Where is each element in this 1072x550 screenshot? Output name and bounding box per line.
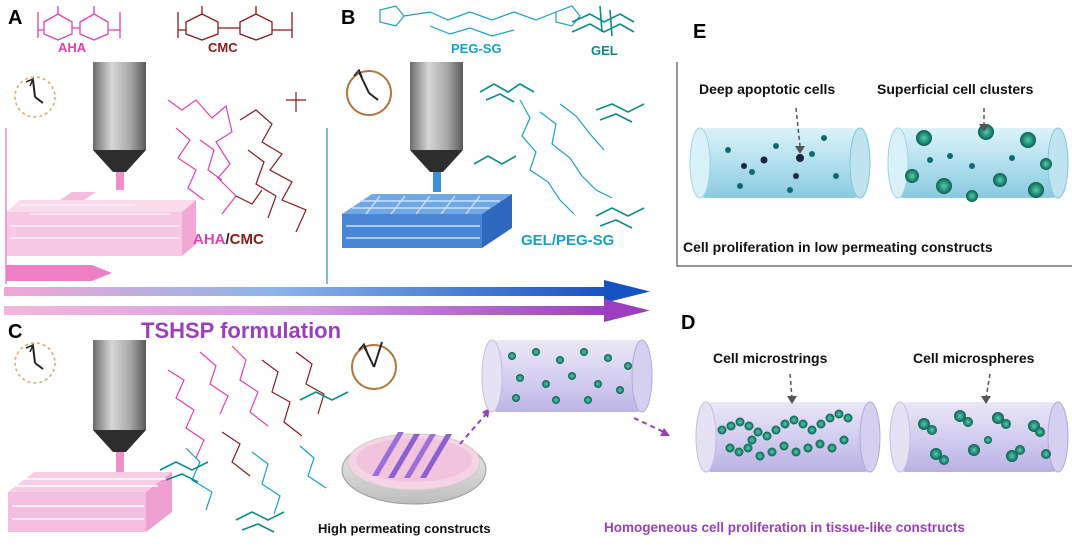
tshsp-formulation-label: TSHSP formulation xyxy=(141,318,342,343)
cell-microstrings-label: Cell microstrings xyxy=(713,350,828,366)
aha-cmc-label-cmc: CMC xyxy=(229,231,264,248)
gel-label: GEL xyxy=(591,43,618,58)
timer-icon-a xyxy=(14,76,56,118)
dashed-arrow-2 xyxy=(633,417,665,433)
panel-e-border xyxy=(676,62,1072,267)
peg-sg-structure xyxy=(379,5,581,37)
printed-construct-a xyxy=(6,192,196,256)
aha-cmc-label: AHA/CMC xyxy=(193,232,264,247)
peg-sg-label: PEG-SG xyxy=(451,41,502,56)
aha-cmc-label-slash: / xyxy=(225,231,230,248)
homogeneous-caption: Homogeneous cell proliferation in tissue… xyxy=(604,520,965,535)
panel-d-graphics xyxy=(695,373,1069,473)
aha-cmc-label-aha: AHA xyxy=(193,231,226,248)
tissue-cylinder-1 xyxy=(695,401,881,473)
tshsp-network xyxy=(159,345,349,533)
printed-construct-c xyxy=(8,472,172,532)
low-permeating-cylinder-1 xyxy=(689,127,871,199)
panel-e-graphics xyxy=(676,62,1072,267)
gel-peg-sg-label: GEL/PEG-SG xyxy=(521,232,615,249)
dashed-pointer-d1 xyxy=(789,373,793,399)
panel-label-d: D xyxy=(681,312,696,334)
aha-structure xyxy=(37,6,121,41)
high-permeating-caption: High permeating constructs xyxy=(318,521,491,536)
timer-icon-c xyxy=(14,342,56,384)
printer-nozzle-a xyxy=(93,62,146,190)
panel-a-graphics xyxy=(5,6,307,284)
panel-label-e: E xyxy=(693,21,707,43)
panel-a-arrow xyxy=(6,265,112,281)
low-permeating-cylinder-2 xyxy=(887,124,1069,202)
panel-label-b: B xyxy=(341,7,356,29)
cmc-label: CMC xyxy=(208,40,238,55)
timer-icon-b xyxy=(346,68,392,116)
low-permeating-caption: Cell proliferation in low permeating con… xyxy=(683,239,993,255)
panel-label-a: A xyxy=(8,7,23,29)
aha-cmc-network xyxy=(167,92,307,233)
superficial-clusters-label: Superficial cell clusters xyxy=(877,81,1034,97)
cmc-structure xyxy=(177,6,293,41)
gel-peg-network xyxy=(473,83,645,229)
timer-icon-c2 xyxy=(351,341,397,390)
high-permeating-cylinder xyxy=(481,339,653,413)
panel-b-graphics xyxy=(342,5,645,248)
dashed-pointer-e1 xyxy=(795,107,801,147)
panel-label-c: C xyxy=(8,321,23,343)
printer-nozzle-c xyxy=(93,340,146,472)
aha-label: AHA xyxy=(58,40,87,55)
dashed-pointer-d2 xyxy=(985,373,991,399)
petri-dish xyxy=(341,432,487,505)
tissue-cylinder-2 xyxy=(889,401,1069,473)
printed-construct-b xyxy=(342,194,512,248)
deep-apoptotic-label: Deep apoptotic cells xyxy=(699,81,836,97)
panel-c-graphics xyxy=(8,339,670,533)
progress-arrows xyxy=(4,280,650,322)
cell-microspheres-label: Cell microspheres xyxy=(913,350,1035,366)
dashed-arrow-1 xyxy=(459,413,487,445)
gel-structure xyxy=(571,5,635,37)
printer-nozzle-b xyxy=(410,62,463,192)
